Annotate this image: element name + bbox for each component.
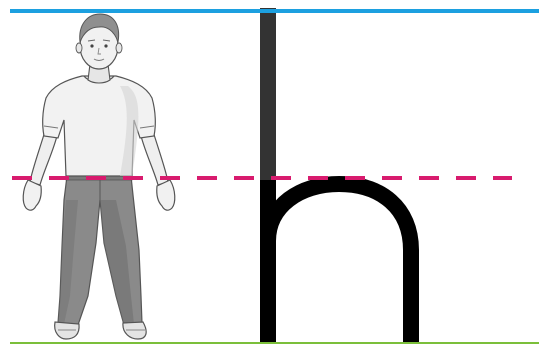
shoes <box>55 322 147 339</box>
letter-h-glyph <box>260 8 411 343</box>
letter-h-ascender <box>260 8 276 180</box>
letter-h-arch <box>268 184 411 343</box>
shirt <box>43 76 156 176</box>
head <box>76 14 122 83</box>
jeans <box>58 174 142 325</box>
